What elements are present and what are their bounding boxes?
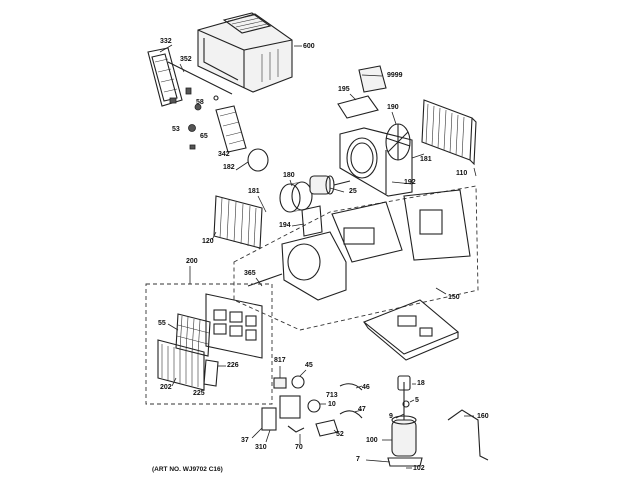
bracket-195 (337, 95, 379, 119)
callout-label: 9 (389, 413, 393, 420)
assembly-boundary-150 (233, 185, 479, 331)
callout-label: 202 (160, 384, 172, 391)
callout-label: 182 (223, 164, 235, 171)
blower-housing (247, 189, 471, 301)
motor-mount (301, 205, 323, 237)
callout-label: 226 (227, 362, 239, 369)
fan-shroud (339, 127, 413, 197)
callout-label: 200 (186, 258, 198, 265)
callout-label: 5 (415, 397, 419, 404)
compressor (387, 375, 423, 467)
art-number-caption: (ART NO. WJ9702 C16) (152, 466, 223, 473)
callout-label: 310 (255, 444, 267, 451)
callout-label: 46 (362, 384, 370, 391)
callout-label: 53 (172, 126, 180, 133)
callout-label: 194 (279, 222, 291, 229)
callout-label: 160 (477, 413, 489, 420)
louver-226 (203, 359, 219, 387)
callout-label: 25 (349, 188, 357, 195)
callout-label: 37 (241, 437, 249, 444)
callout-label: 10 (328, 401, 336, 408)
side-curtain-right (215, 105, 247, 153)
front-grille (157, 339, 205, 391)
condenser-fan (385, 123, 411, 161)
filter (175, 313, 211, 357)
callout-label: 7 (356, 456, 360, 463)
callout-label: 190 (387, 104, 399, 111)
callout-label: 195 (338, 86, 350, 93)
manual-card (358, 65, 387, 93)
callout-label: 102 (413, 465, 425, 472)
cover-52 (315, 419, 339, 437)
callout-label: 600 (303, 43, 315, 50)
callout-label: 181 (420, 156, 432, 163)
callout-label: 45 (305, 362, 313, 369)
leader-lines (159, 44, 477, 469)
cabinet-wrapper (197, 12, 293, 93)
hardware-small-parts (169, 87, 219, 150)
gasket-ring (247, 148, 269, 172)
callout-label: 18 (417, 380, 425, 387)
blower-wheel (279, 181, 313, 213)
condenser-coil (421, 99, 477, 166)
callout-label: 713 (326, 392, 338, 399)
strap-47 (339, 410, 363, 419)
strap-46 (339, 383, 363, 391)
callout-label: 70 (295, 444, 303, 451)
callout-label: 225 (193, 390, 205, 397)
callout-label: 100 (366, 437, 378, 444)
callout-label: 9999 (387, 72, 403, 79)
callout-label: 120 (202, 238, 214, 245)
callout-label: 342 (218, 151, 230, 158)
callout-label: 365 (244, 270, 256, 277)
front-panel (205, 293, 263, 359)
callout-label: 180 (283, 172, 295, 179)
front-grille-group (145, 283, 273, 405)
fan-motor (309, 175, 351, 195)
callout-label: 181 (248, 188, 260, 195)
tubing-160 (447, 409, 489, 461)
callout-label: 817 (274, 357, 286, 364)
callout-label: 192 (404, 179, 416, 186)
callout-label: 352 (180, 56, 192, 63)
callout-label: 332 (160, 38, 172, 45)
callout-label: 55 (158, 320, 166, 327)
callout-label: 150 (448, 294, 460, 301)
evaporator-coil (213, 195, 263, 249)
callout-label: 65 (200, 133, 208, 140)
callout-label: 47 (358, 406, 366, 413)
side-curtain-frame (147, 47, 233, 107)
callout-label: 110 (456, 170, 468, 177)
callout-label: 58 (196, 99, 204, 106)
base-pan (362, 299, 460, 361)
callout-label: 52 (336, 431, 344, 438)
